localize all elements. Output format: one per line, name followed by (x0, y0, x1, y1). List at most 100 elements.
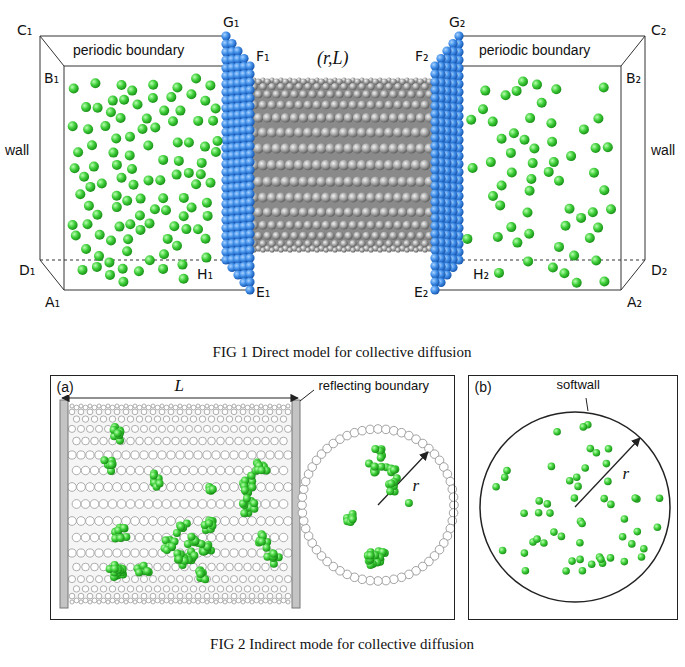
tube-atom (105, 593, 111, 599)
tube-atom (367, 100, 376, 109)
tube-atom (270, 466, 279, 475)
particle (89, 162, 99, 172)
tube-atom (221, 517, 230, 526)
tube-atom (189, 466, 198, 475)
particle (175, 555, 183, 563)
tube-atom (208, 586, 214, 592)
tube-atom (187, 404, 191, 408)
tube-atom (298, 501, 307, 510)
tube-atom (397, 176, 407, 186)
tube-atom (415, 176, 425, 186)
tube-atom (173, 405, 178, 410)
wall-atom (245, 269, 254, 278)
particle (640, 545, 648, 553)
particle (525, 186, 535, 196)
tube-atom (394, 83, 401, 90)
particle (158, 264, 168, 274)
tube-atom (176, 483, 185, 492)
tube-atom (299, 113, 309, 123)
tube-atom (68, 549, 76, 557)
nanotube (68, 404, 293, 604)
tube-atom (95, 425, 102, 432)
tube-atom (214, 404, 218, 408)
tube-atom (257, 517, 266, 526)
tube-atom (403, 100, 412, 109)
tube-atom (357, 128, 367, 138)
particle (93, 103, 103, 113)
tube-atom (132, 593, 138, 599)
tube-atom (199, 416, 205, 422)
particle (111, 134, 121, 144)
tube-atom (77, 483, 86, 492)
tube-atom (208, 563, 216, 571)
wall-atom (430, 93, 439, 102)
tube-atom (140, 576, 147, 583)
tube-atom (95, 576, 102, 583)
particle (135, 211, 145, 221)
tube-atom (350, 428, 359, 437)
tube-atom (159, 593, 165, 599)
tube-atom (254, 598, 259, 603)
particle (143, 567, 151, 575)
tube-atom (154, 563, 162, 571)
tube-atom (299, 90, 307, 98)
tube-atom (168, 593, 174, 599)
tube-atom (250, 404, 254, 408)
radius-arrow (378, 452, 428, 505)
tube-atom (217, 586, 223, 592)
tube-atom (366, 425, 375, 434)
particle (599, 83, 609, 93)
tube-atom (371, 207, 381, 217)
tube-atom (160, 600, 164, 604)
particle (159, 249, 169, 259)
tube-atom (344, 90, 352, 98)
particle (521, 549, 529, 557)
tube-atom (358, 575, 367, 584)
tube-atom (239, 517, 248, 526)
tube-atom (122, 451, 130, 459)
tube-atom (374, 425, 383, 434)
tube-atom (331, 221, 340, 230)
wall-atom (245, 197, 254, 206)
tube-atom (276, 409, 282, 415)
tube-atom (149, 425, 156, 432)
particle (604, 478, 612, 486)
particle (248, 483, 256, 491)
particle (241, 486, 249, 494)
wall-atom (245, 165, 254, 174)
tube-atom (131, 483, 140, 492)
tube-atom (384, 193, 394, 203)
tube-atom (340, 83, 347, 90)
tube-atom (239, 425, 246, 432)
tube-atom (154, 416, 160, 422)
particle (122, 246, 132, 256)
tube-atom (280, 416, 286, 422)
tube-atom (248, 425, 255, 432)
tube-atom (307, 176, 317, 186)
particle (184, 138, 194, 148)
wall-atom (245, 85, 254, 94)
tube-atom (154, 586, 160, 592)
wall-atom (430, 213, 439, 222)
tube-atom (267, 409, 273, 415)
tube-atom (385, 83, 392, 90)
particle (193, 116, 203, 126)
tube-atom (379, 143, 389, 153)
tube-atom (105, 409, 111, 415)
tube-atom (285, 409, 291, 415)
tube-atom (388, 143, 398, 153)
tube-atom (313, 100, 322, 109)
tube-atom (253, 143, 263, 153)
tube-atom (277, 404, 281, 408)
tube-atom (136, 437, 144, 445)
tube-atom (146, 598, 151, 603)
tube-atom (272, 232, 280, 240)
tube-atom (87, 409, 93, 415)
corner-label: E₁ (255, 284, 271, 300)
membrane-wall (221, 31, 254, 294)
particle (150, 123, 160, 133)
tube-atom (343, 143, 353, 153)
tube-atom (366, 576, 375, 585)
particle (574, 483, 582, 491)
wall-atom (245, 221, 254, 230)
